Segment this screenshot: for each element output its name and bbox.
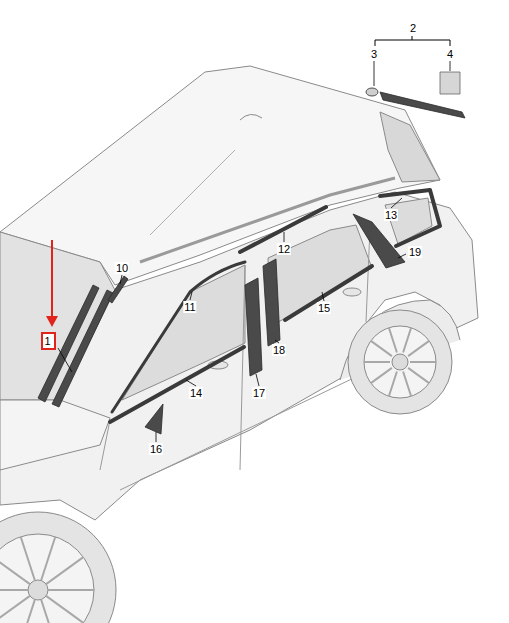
trim-strip [52, 290, 113, 407]
hood [0, 400, 110, 470]
callout-number: 4 [446, 48, 454, 60]
callout-number: 19 [408, 246, 422, 258]
mirror-trim [145, 404, 163, 434]
end-cap [366, 88, 378, 96]
pillar-cover [245, 278, 262, 376]
leader-lines [58, 61, 450, 442]
callout-number: 1 [45, 335, 52, 347]
pillar-cover [263, 259, 280, 346]
door-handle [343, 288, 361, 296]
window-frame-trim [112, 262, 245, 412]
pointer-arrow [51, 240, 53, 318]
front-wheel [0, 512, 116, 623]
callout-number: 18 [272, 344, 286, 356]
quarter-window [385, 198, 432, 244]
callout-number: 3 [370, 48, 378, 60]
callout-number: 17 [252, 387, 266, 399]
antenna [240, 114, 262, 120]
callout-box: 1 [41, 332, 56, 350]
bracket [375, 36, 450, 46]
pointer-arrowhead [46, 316, 58, 327]
rear-door-window [268, 225, 372, 326]
callout-number: 12 [277, 243, 291, 255]
callout-number: 10 [115, 262, 129, 274]
quarter-window-trim [380, 190, 440, 246]
callout-number: 13 [384, 209, 398, 221]
rear-window [380, 112, 440, 182]
callout-number: 11 [183, 301, 196, 313]
spoiler-strip [380, 92, 465, 118]
callout-number: 15 [317, 302, 331, 314]
c-pillar-trim [353, 214, 405, 268]
rear-wheel [348, 310, 452, 414]
pillar-trim [108, 276, 128, 303]
callout-number: 14 [189, 387, 203, 399]
bag [440, 72, 460, 94]
belt-trim [285, 266, 372, 320]
callout-number: 16 [149, 443, 163, 455]
callout-number: 2 [409, 22, 417, 34]
belt-trim [110, 347, 244, 422]
